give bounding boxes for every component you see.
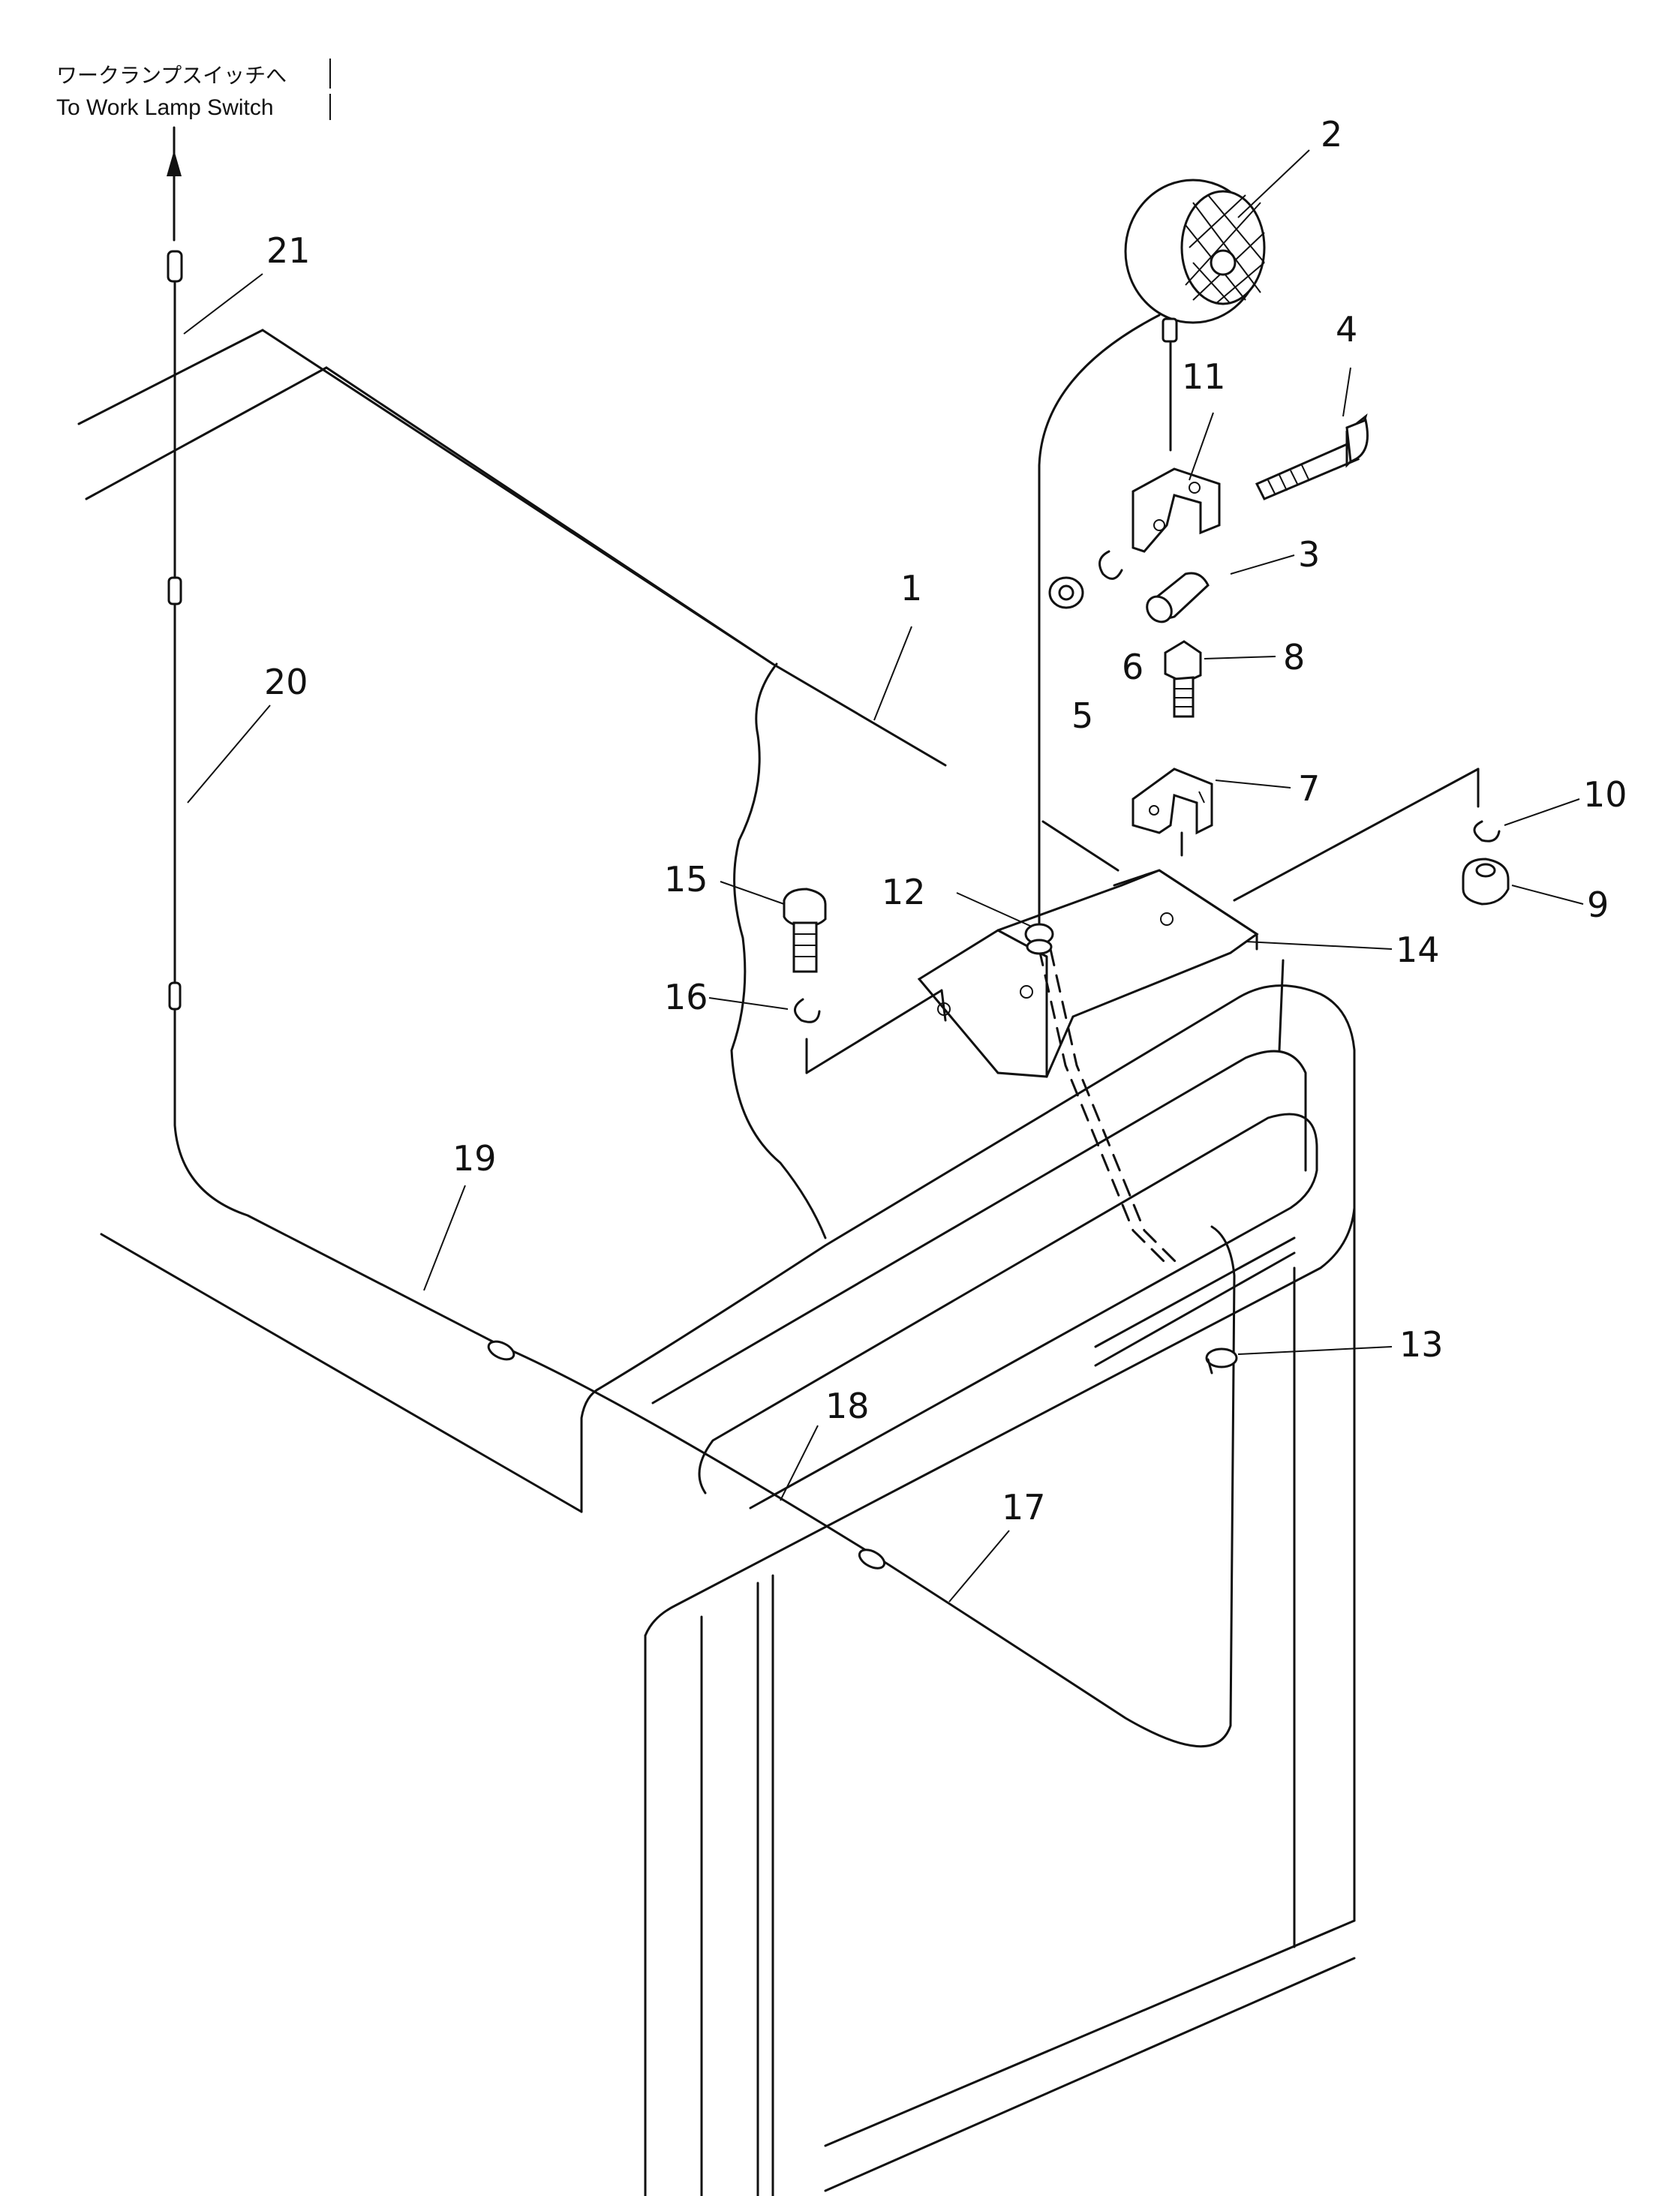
washer-16 xyxy=(794,998,821,1023)
callout-8: 8 xyxy=(1283,637,1305,677)
callout-5: 5 xyxy=(1071,695,1093,736)
caption-en: To Work Lamp Switch xyxy=(56,95,274,120)
callout-6: 6 xyxy=(1122,647,1144,687)
callout-10: 10 xyxy=(1583,774,1627,815)
nut-9 xyxy=(1462,858,1510,906)
leader-lines xyxy=(183,149,1584,1603)
cab-roof-canopy xyxy=(77,329,1119,1513)
lock-washer-6 xyxy=(1098,550,1123,580)
callout-21: 21 xyxy=(266,230,311,271)
bolt-8 xyxy=(1164,640,1202,718)
callout-1: 1 xyxy=(900,568,922,608)
grommet-12 xyxy=(1024,923,1054,955)
bolt-15 xyxy=(783,888,827,973)
callout-4: 4 xyxy=(1336,309,1357,350)
bracket-7 xyxy=(1132,768,1213,835)
bolt-4 xyxy=(1255,413,1369,500)
callout-9: 9 xyxy=(1587,885,1609,925)
lamp-bracket-14 xyxy=(805,768,1480,1078)
switch-direction-arrow xyxy=(167,126,182,242)
washer-10 xyxy=(1473,820,1501,843)
wire-harness xyxy=(167,250,1236,1748)
callout-7: 7 xyxy=(1298,768,1320,809)
connector-21-end xyxy=(167,250,183,283)
callout-11: 11 xyxy=(1182,356,1226,397)
work-lamp-2 xyxy=(1124,179,1266,452)
callout-13: 13 xyxy=(1399,1324,1444,1365)
callout-18: 18 xyxy=(825,1386,870,1426)
callout-15: 15 xyxy=(664,859,708,900)
caption-block: ワークランプスイッチへ To Work Lamp Switch xyxy=(56,59,331,120)
callout-19: 19 xyxy=(452,1138,497,1179)
callout-16: 16 xyxy=(664,977,708,1017)
clip-13 xyxy=(1205,1347,1238,1374)
callout-12: 12 xyxy=(882,872,926,912)
callout-14: 14 xyxy=(1396,930,1440,970)
callout-2: 2 xyxy=(1321,114,1342,155)
nut-5 xyxy=(1048,576,1084,609)
bracket-11 xyxy=(1132,467,1221,553)
cab-frame xyxy=(599,959,1356,2196)
lamp-cable xyxy=(1038,314,1183,1269)
callout-17: 17 xyxy=(1002,1487,1046,1528)
caption-jp: ワークランプスイッチへ xyxy=(56,63,287,88)
sleeve-3 xyxy=(1146,572,1210,623)
callout-3: 3 xyxy=(1298,534,1320,575)
callout-20: 20 xyxy=(264,662,308,702)
callout-labels: 1 2 3 4 5 6 7 8 9 10 11 12 13 14 15 16 1… xyxy=(264,114,1627,1528)
